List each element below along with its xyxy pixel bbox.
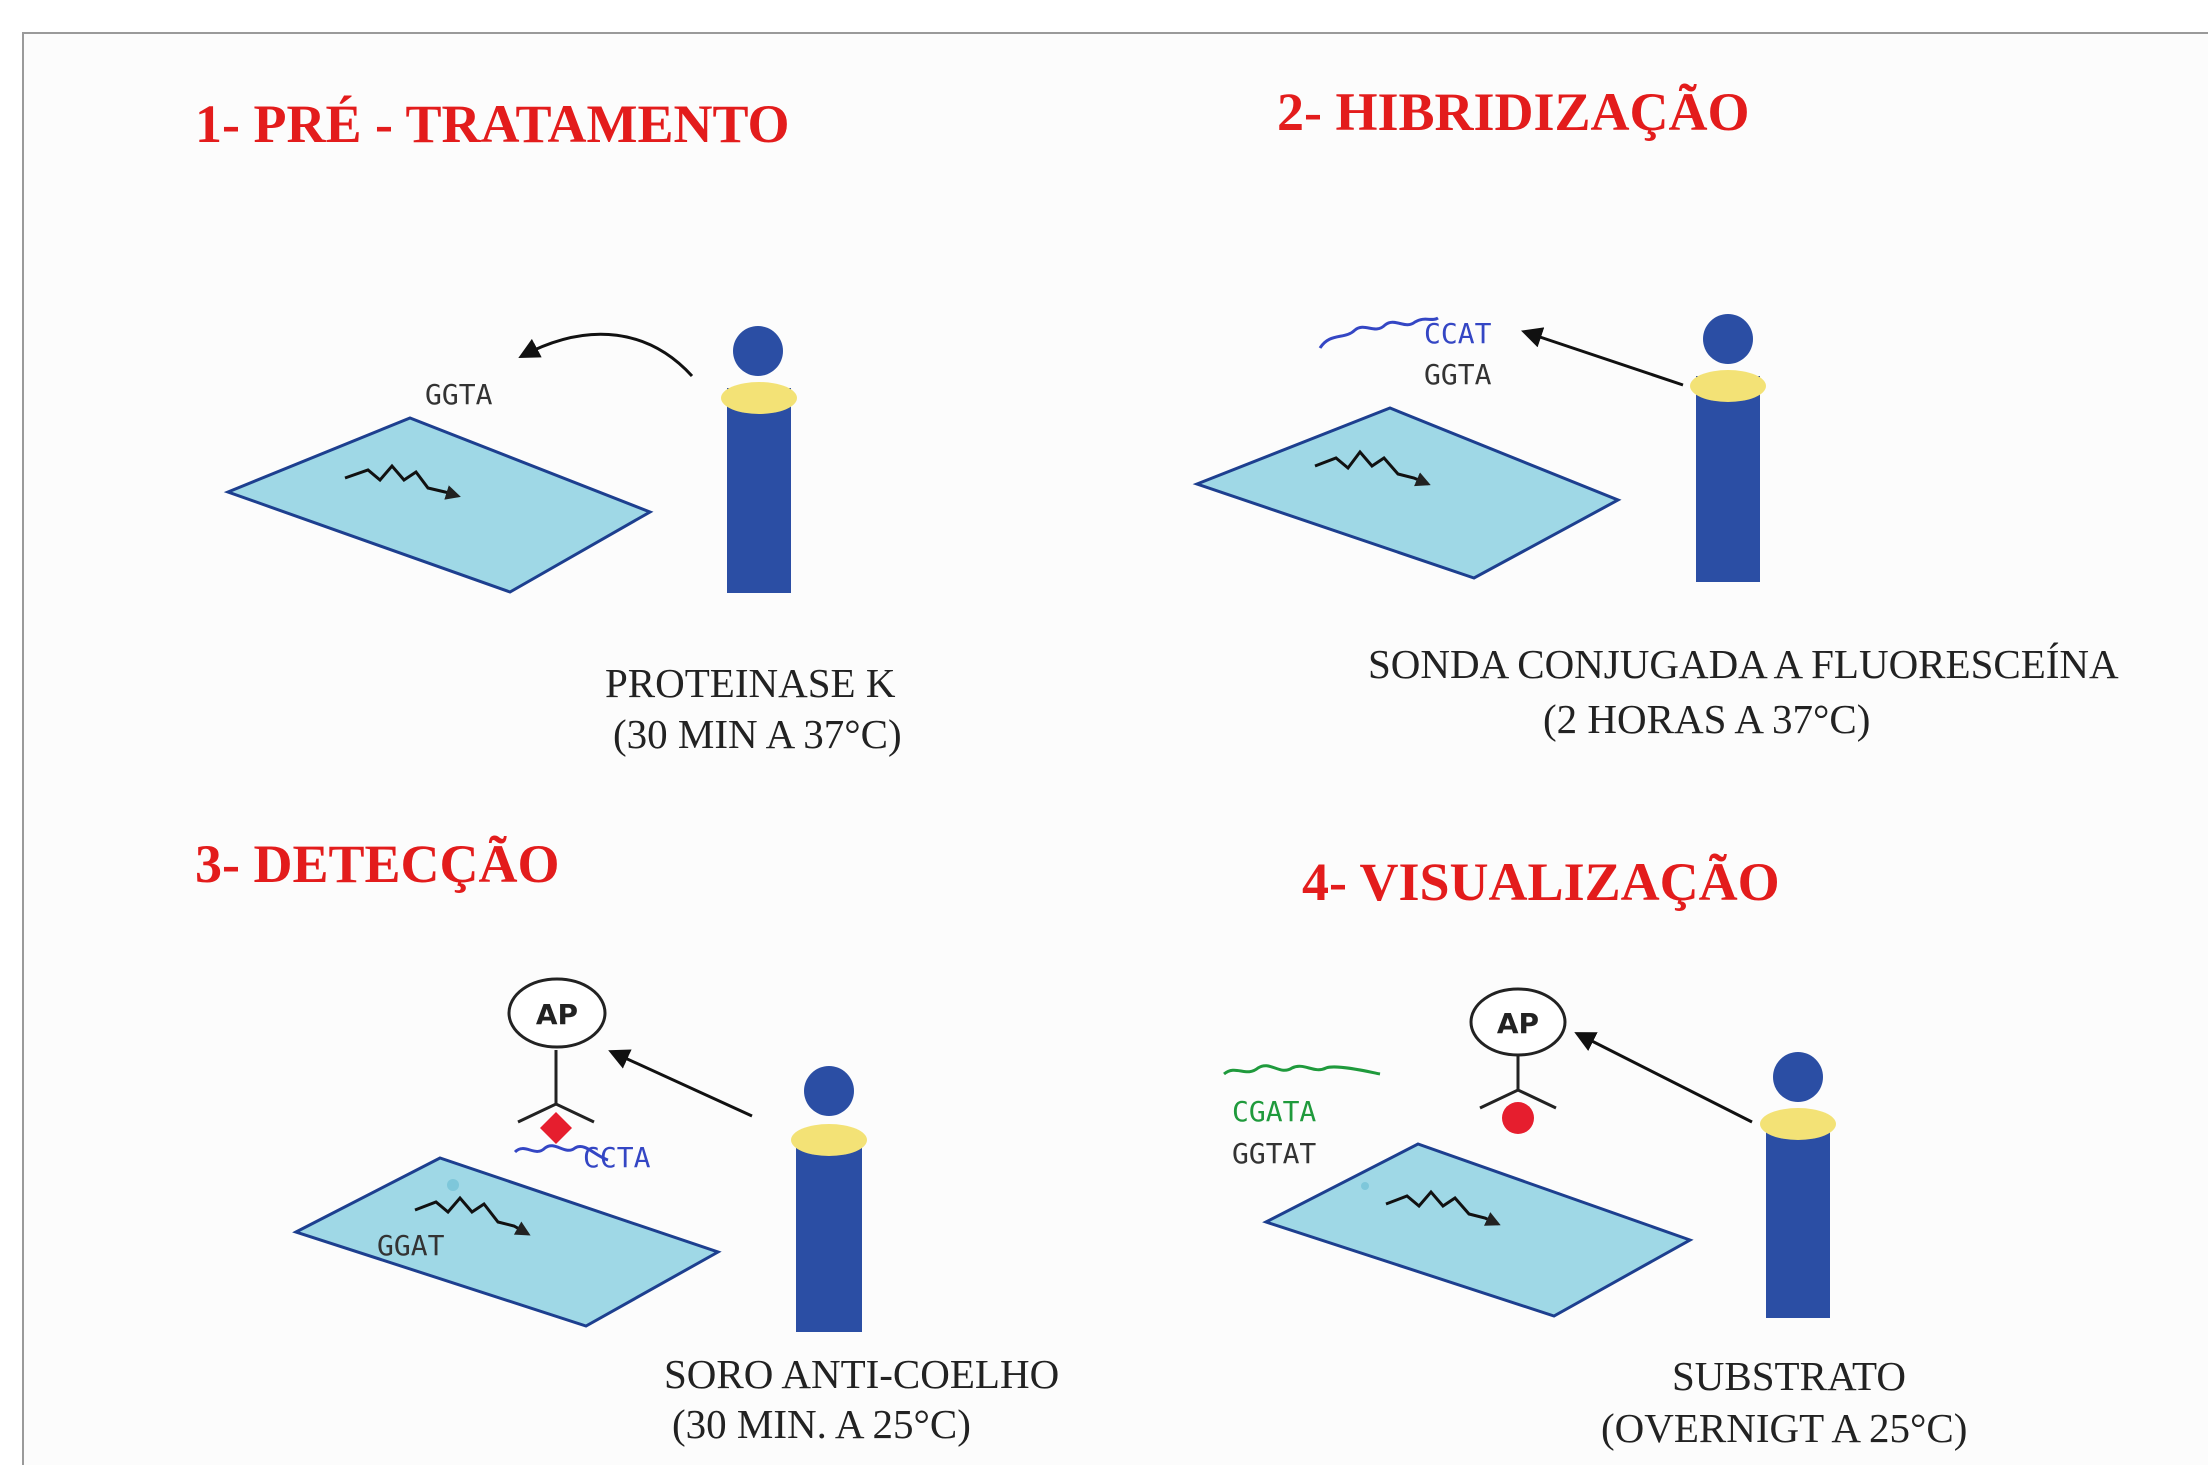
panel-visualization: 4- VISUALIZAÇÃO CGATA GGTAT AP SUBSTRATO… bbox=[1223, 852, 1967, 1451]
reagent-tube bbox=[721, 326, 797, 593]
substrate-sequence-label: CGATA bbox=[1232, 1095, 1316, 1128]
panel-pre-treatment: 1- PRÉ - TRATAMENTO GGTA PROTEINASE K (3… bbox=[195, 94, 902, 757]
target-strand bbox=[344, 463, 461, 500]
antibody-conjugate: AP bbox=[1469, 987, 1567, 1134]
target-sequence-label: GGAT bbox=[377, 1229, 445, 1262]
substrate-strand bbox=[1223, 1064, 1381, 1076]
target-strand bbox=[1385, 1189, 1501, 1226]
target-strand bbox=[1314, 449, 1431, 487]
reaction-arrow bbox=[608, 1049, 753, 1118]
caption-reagent: PROTEINASE K bbox=[605, 660, 896, 706]
enzyme-label: AP bbox=[536, 998, 578, 1031]
alkaline-phosphatase-enzyme bbox=[1469, 987, 1567, 1057]
probe-sequence-label: CCTA bbox=[583, 1141, 651, 1174]
microscope-slide bbox=[223, 416, 654, 594]
reagent-tube bbox=[1760, 1052, 1836, 1318]
panel-title: 4- VISUALIZAÇÃO bbox=[1302, 852, 1780, 912]
target-sequence-label: GGTAT bbox=[1232, 1137, 1316, 1170]
microscope-slide bbox=[1192, 406, 1622, 580]
caption-conditions: (OVERNIGT A 25°C) bbox=[1601, 1405, 1967, 1451]
fluorescein-marker bbox=[540, 1112, 572, 1144]
panel-title: 2- HIBRIDIZAÇÃO bbox=[1277, 82, 1750, 142]
caption-conditions: (30 MIN. A 25°C) bbox=[672, 1401, 971, 1447]
caption-conditions: (2 HORAS A 37°C) bbox=[1543, 696, 1870, 742]
reagent-tube bbox=[1690, 314, 1766, 582]
probe-strand bbox=[1318, 316, 1439, 349]
reagent-tube bbox=[791, 1066, 867, 1332]
signal-dot bbox=[1361, 1182, 1369, 1190]
antibody-conjugate: AP bbox=[507, 977, 607, 1144]
alkaline-phosphatase-enzyme bbox=[507, 977, 607, 1049]
caption-conditions: (30 MIN A 37°C) bbox=[613, 711, 902, 757]
caption-reagent: SORO ANTI-COELHO bbox=[664, 1351, 1059, 1397]
reaction-arrow bbox=[1574, 1032, 1753, 1124]
reaction-arrow bbox=[1521, 327, 1684, 387]
fluorescein-marker bbox=[1502, 1102, 1534, 1134]
panel-hybridization: 2- HIBRIDIZAÇÃO CCAT GGTA SONDA CONJUGAD… bbox=[1192, 82, 2119, 742]
microscope-slide bbox=[1262, 1142, 1694, 1318]
panel-detection: 3- DETECÇÃO GGAT CCTA AP SORO ANTI-COELH… bbox=[195, 834, 1059, 1447]
panel-title: 1- PRÉ - TRATAMENTO bbox=[195, 94, 790, 154]
panel-title: 3- DETECÇÃO bbox=[195, 834, 560, 894]
target-strand bbox=[414, 1195, 531, 1236]
microscope-slide bbox=[292, 1156, 722, 1328]
probe-sequence-label: CCAT bbox=[1424, 317, 1492, 350]
target-sequence-label: GGTA bbox=[1424, 358, 1492, 391]
caption-reagent: SONDA CONJUGADA A FLUORESCEÍNA bbox=[1368, 641, 2119, 687]
sequence-label: GGTA bbox=[425, 378, 493, 411]
probe-strand bbox=[513, 1144, 609, 1162]
reaction-arrow bbox=[518, 332, 694, 378]
enzyme-label: AP bbox=[1497, 1007, 1539, 1040]
caption-reagent: SUBSTRATO bbox=[1672, 1353, 1906, 1399]
bound-probe-dot bbox=[447, 1179, 459, 1191]
